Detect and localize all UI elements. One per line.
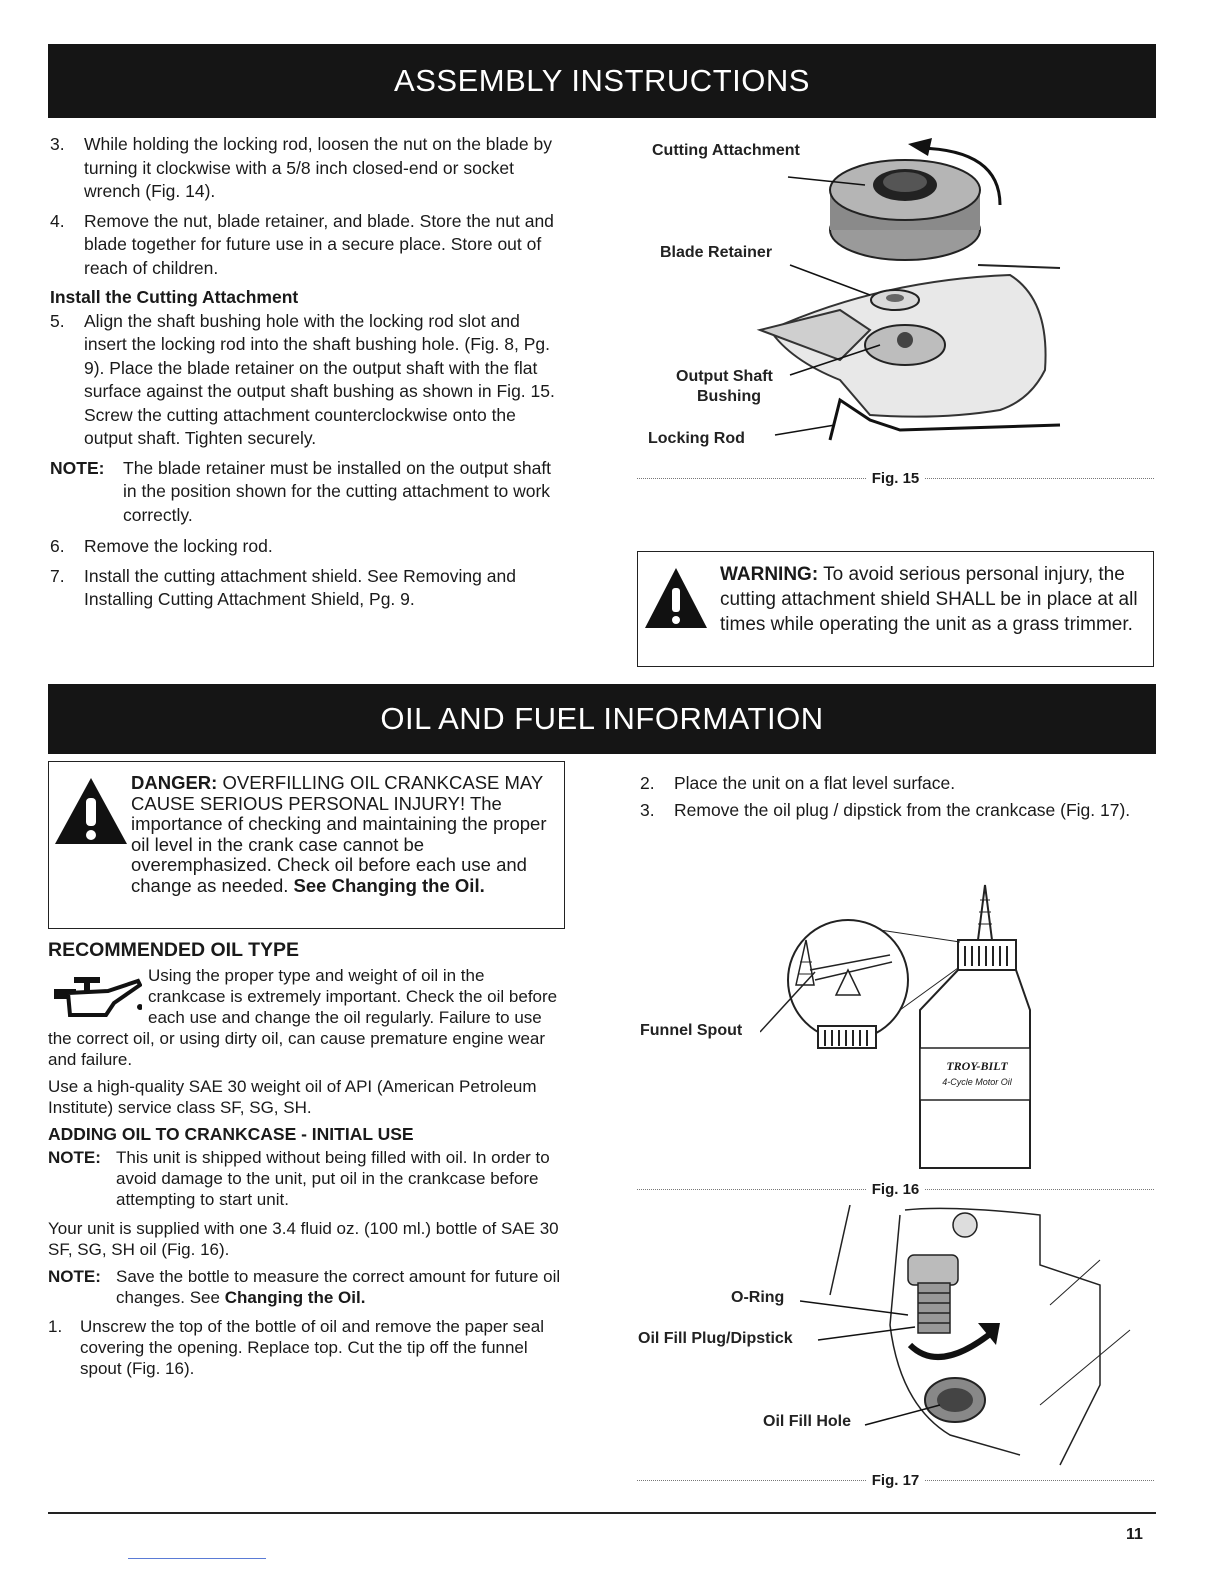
fig17-label-o-ring: O-Ring	[731, 1289, 785, 1306]
assembly-steps: 3.While holding the locking rod, loosen …	[50, 133, 565, 618]
fig17-label-oil-fill-hole: Oil Fill Hole	[763, 1413, 852, 1430]
recommended-oil-paragraph: Using the proper type and weight of oil …	[48, 966, 558, 1069]
fig16-caption: Fig. 16	[637, 1181, 1155, 1198]
footer-blue-mark	[128, 1558, 266, 1559]
danger-hazard-icon	[55, 778, 127, 844]
warning-hazard-icon	[645, 568, 707, 628]
fig16-illustration	[760, 884, 1031, 1169]
oil-step-2: 2.Place the unit on a flat level surface…	[640, 773, 956, 793]
fig15-caption: Fig. 15	[637, 470, 1155, 487]
oil-right-steps: 2.Place the unit on a flat level surface…	[640, 773, 1140, 827]
supplied-paragraph: Your unit is supplied with one 3.4 fluid…	[48, 1219, 559, 1259]
oil-left-column: RECOMMENDED OIL TYPE Using the proper ty…	[48, 940, 563, 1385]
danger-text: DANGER: OVERFILLING OIL CRANKCASE MAY CA…	[131, 772, 547, 896]
warning-text: WARNING: To avoid serious personal injur…	[720, 564, 1138, 635]
step-6: 6.Remove the locking rod.	[50, 536, 273, 556]
section-header-oil-fuel: OIL AND FUEL INFORMATION	[48, 684, 1156, 754]
step-7: 7.Install the cutting attachment shield.…	[50, 565, 516, 610]
section-header-assembly: ASSEMBLY INSTRUCTIONS	[48, 44, 1156, 118]
oil-step-3: 3.Remove the oil plug / dipstick from th…	[640, 800, 1131, 820]
oil-note-2: NOTE:Save the bottle to measure the corr…	[48, 1267, 561, 1307]
bottle-brand-label: TROY-BILT	[946, 1059, 1008, 1073]
fig15-label-locking-rod: Locking Rod	[648, 430, 745, 447]
install-heading: Install the Cutting Attachment	[50, 287, 299, 307]
adding-oil-heading: ADDING OIL TO CRANKCASE - INITIAL USE	[48, 1124, 414, 1144]
recommended-oil-heading: RECOMMENDED OIL TYPE	[48, 939, 299, 961]
assembly-note: NOTE:The blade retainer must be installe…	[50, 457, 552, 525]
step-4: 4.Remove the nut, blade retainer, and bl…	[50, 210, 554, 278]
fig15-illustration	[756, 138, 1061, 441]
step-5: 5.Align the shaft bushing hole with the …	[50, 310, 555, 449]
oil-step-1: 1.Unscrew the top of the bottle of oil a…	[48, 1317, 544, 1378]
danger-box: DANGER: OVERFILLING OIL CRANKCASE MAY CA…	[48, 761, 565, 929]
footer-rule	[48, 1512, 1156, 1514]
fig16-label-funnel-spout: Funnel Spout	[640, 1022, 743, 1039]
fig15-label-bushing: Bushing	[697, 388, 761, 405]
oil-can-icon	[54, 977, 142, 1017]
fig17-caption: Fig. 17	[637, 1472, 1155, 1489]
fig15-label-blade-retainer: Blade Retainer	[660, 244, 773, 261]
warning-box: WARNING: To avoid serious personal injur…	[637, 551, 1154, 667]
oil-note-1: NOTE:This unit is shipped without being …	[48, 1148, 550, 1209]
page-number: 11	[1126, 1526, 1143, 1543]
fig15-label-output-shaft: Output Shaft	[676, 368, 773, 385]
bottle-product-label: 4-Cycle Motor Oil	[942, 1077, 1012, 1087]
step-3: 3.While holding the locking rod, loosen …	[50, 134, 552, 201]
fig15-label-cutting-attachment: Cutting Attachment	[652, 142, 800, 159]
sae-paragraph: Use a high-quality SAE 30 weight oil of …	[48, 1077, 537, 1117]
fig17-illustration	[800, 1205, 1131, 1466]
fig17-label-oil-fill-plug: Oil Fill Plug/Dipstick	[638, 1330, 793, 1347]
